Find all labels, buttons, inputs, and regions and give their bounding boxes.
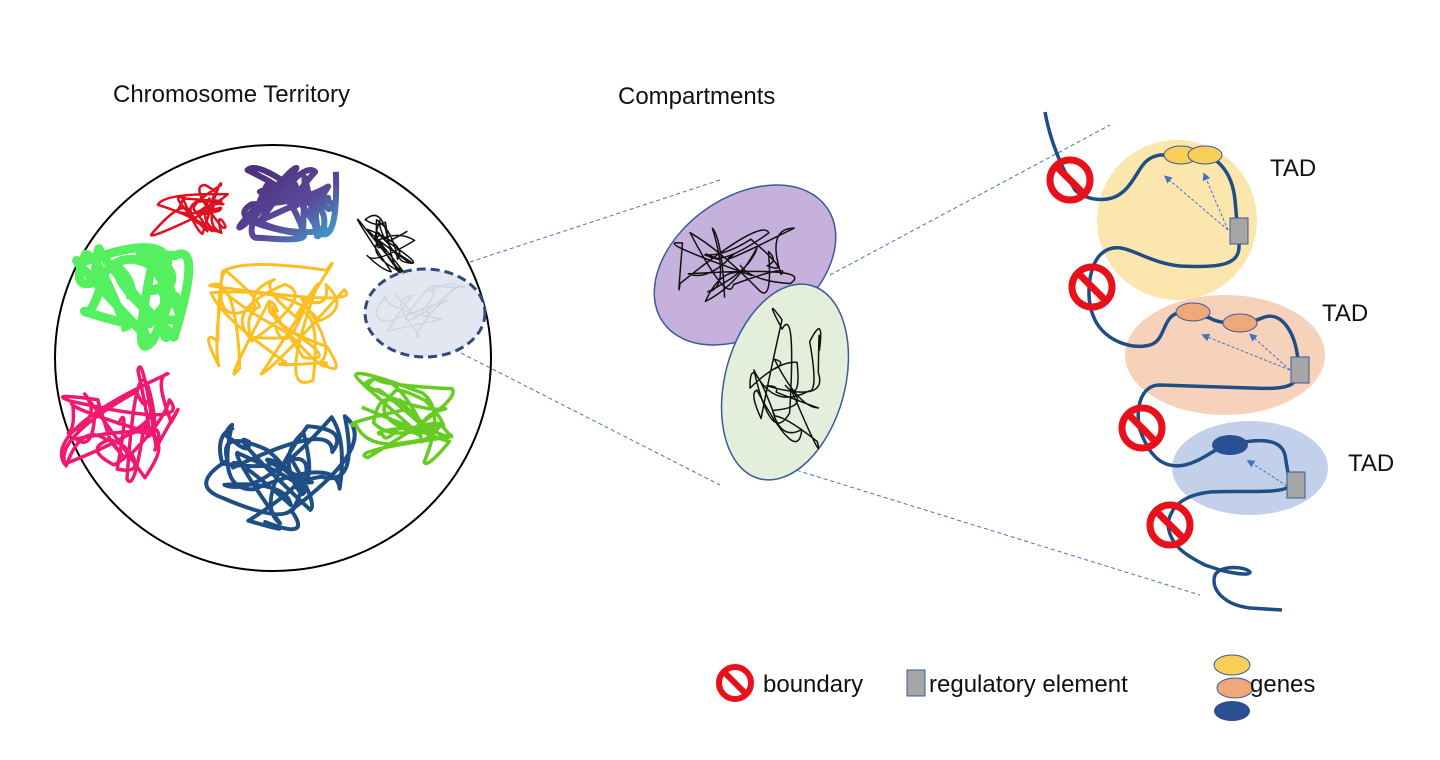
territory-black — [356, 214, 416, 275]
gene-yellow-icon — [1213, 654, 1251, 676]
gene — [1175, 302, 1211, 322]
legend-boundary-label: boundary — [763, 671, 863, 698]
legend-regulatory-label: regulatory element — [929, 671, 1128, 698]
gene-blue-icon — [1214, 701, 1250, 721]
tad-domain-2 — [1125, 295, 1325, 415]
territory-lime — [349, 371, 455, 465]
legend-genes-label: genes — [1250, 671, 1315, 698]
regulation-arrows — [1163, 172, 1291, 487]
zoom-region-outline — [363, 267, 487, 359]
zoom-line — [454, 349, 721, 486]
boundary-icon — [1146, 501, 1194, 549]
tad-label-2: TAD — [1322, 300, 1368, 327]
regulatory-element — [1286, 471, 1306, 499]
territory-pink — [59, 365, 180, 484]
regulatory-element-icon — [906, 669, 926, 697]
territory-purple — [236, 164, 340, 243]
regulatory-element — [1229, 217, 1249, 245]
territory-title: Chromosome Territory — [113, 81, 350, 108]
boundary-icon — [716, 664, 754, 702]
zoom-line — [829, 124, 1111, 276]
gene — [1212, 435, 1248, 455]
territory-yellow — [207, 261, 348, 384]
regulatory-element — [1290, 356, 1310, 384]
tad-label-1: TAD — [1270, 155, 1316, 182]
boundary-icon — [1046, 156, 1094, 204]
compartments-title: Compartments — [618, 83, 775, 110]
chromatin-a — [673, 227, 796, 303]
territory-blue — [204, 414, 357, 532]
tad-domain-3 — [1172, 421, 1328, 515]
tad-label-3: TAD — [1348, 450, 1394, 477]
gene-peach-icon — [1216, 677, 1254, 699]
tad-domain-1 — [1097, 140, 1257, 300]
gene — [1187, 145, 1223, 165]
compartment-chromatin — [673, 227, 822, 450]
boundary-icon — [1118, 404, 1166, 452]
zoom-line — [769, 461, 1201, 596]
boundary-icon — [1068, 263, 1116, 311]
territory-green — [72, 243, 194, 351]
legend: boundary regulatory element genes — [716, 654, 1315, 721]
compartment-b — [720, 283, 850, 481]
territory-red — [149, 182, 229, 237]
chromatin-b — [749, 307, 822, 450]
gene — [1222, 313, 1258, 333]
zoom-line — [469, 179, 721, 263]
